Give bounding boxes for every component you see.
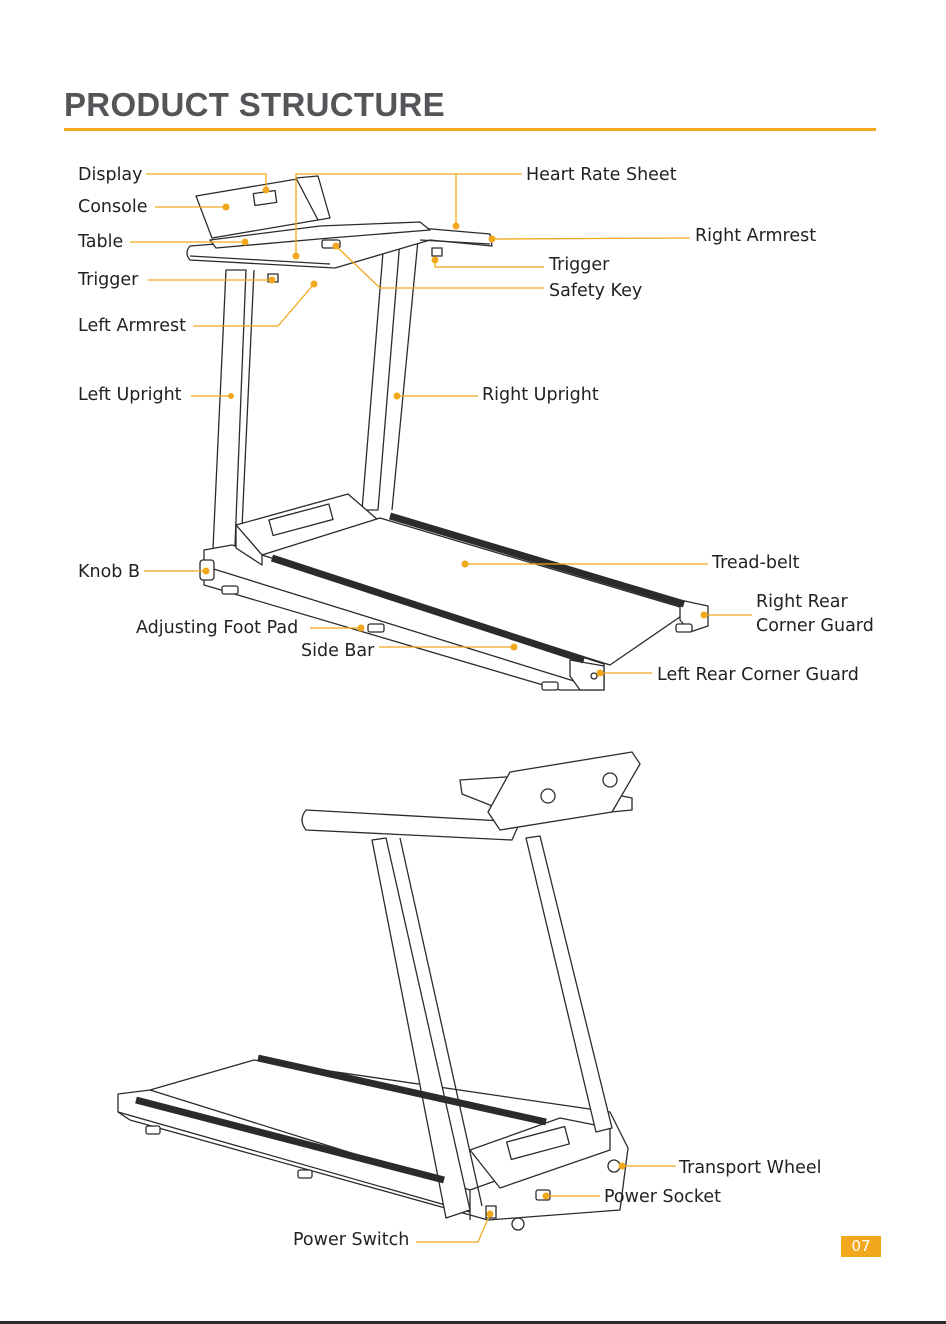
label-transport-wheel: Transport Wheel: [679, 1158, 821, 1178]
label-power-switch: Power Switch: [293, 1230, 409, 1250]
label-power-socket: Power Socket: [604, 1187, 721, 1207]
page-number: 07: [841, 1236, 881, 1257]
